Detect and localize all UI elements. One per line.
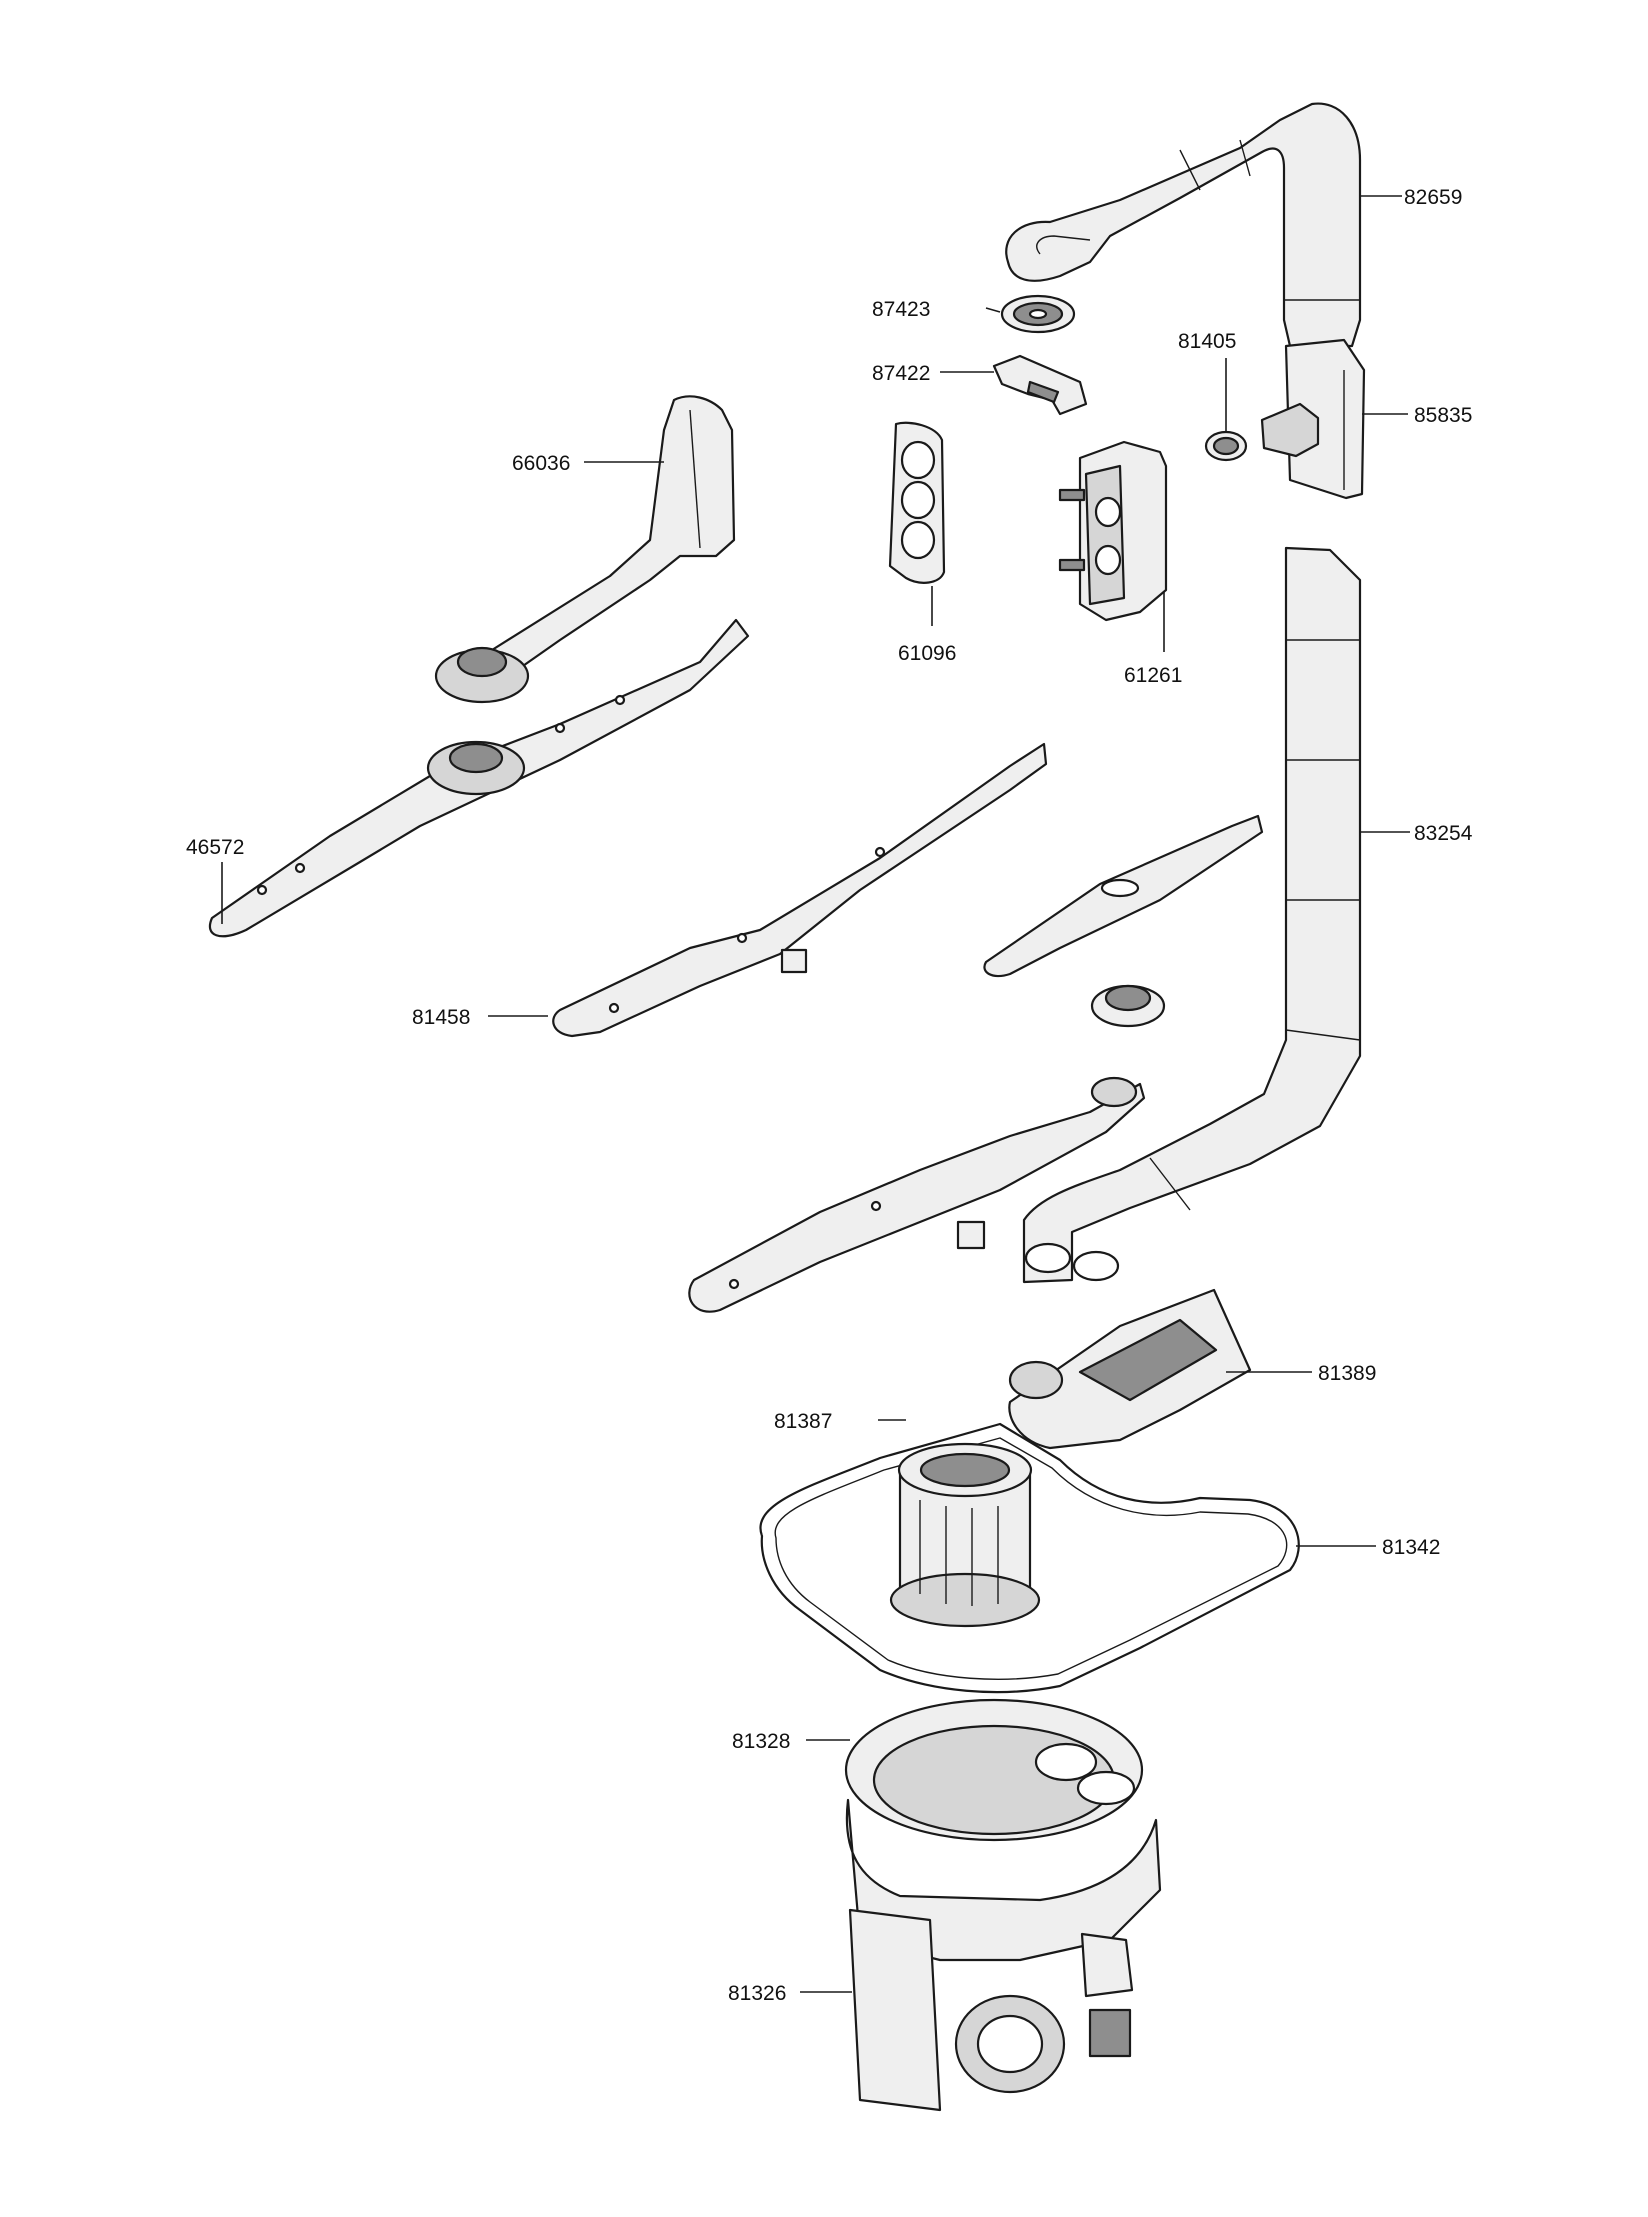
part-46572-upper-spray-arm[interactable] (208, 618, 750, 938)
callout-82659: 82659 (1404, 186, 1462, 209)
callout-81405: 81405 (1178, 330, 1236, 353)
callout-labels: 82659 87423 87422 81405 85835 66036 6109… (186, 186, 1473, 2005)
callout-81389: 81389 (1318, 1362, 1376, 1385)
part-83254-main-tube[interactable] (1022, 546, 1362, 1284)
part-side-spray-arm[interactable] (983, 814, 1264, 978)
part-87422-bracket[interactable] (992, 354, 1088, 416)
callout-81342: 81342 (1382, 1536, 1440, 1559)
callout-81458: 81458 (412, 1006, 470, 1029)
part-61261-housing[interactable] (1058, 440, 1168, 622)
callout-87423: 87423 (872, 298, 930, 321)
part-81458-middle-spray-arm[interactable] (552, 742, 1048, 1038)
callout-61261: 61261 (1124, 664, 1182, 687)
callout-83254: 83254 (1414, 822, 1473, 845)
part-lower-spray-arm[interactable] (688, 1076, 1146, 1313)
part-87423-fan-wheel[interactable] (1000, 294, 1076, 334)
part-81389-fine-filter[interactable] (1008, 1288, 1252, 1450)
callout-66036: 66036 (512, 452, 570, 475)
leader-lines (221, 195, 1410, 1993)
part-81326-pump-housing[interactable] (845, 1798, 1162, 2112)
callout-46572: 46572 (186, 836, 244, 859)
part-81342-seal[interactable] (759, 1422, 1300, 1694)
callout-81328: 81328 (732, 1730, 790, 1753)
callout-61096: 61096 (898, 642, 956, 665)
part-85835-connector[interactable] (1260, 338, 1366, 500)
callout-81387: 81387 (774, 1410, 832, 1433)
part-82659-upper-tube[interactable] (1005, 102, 1362, 348)
callout-85835: 85835 (1414, 404, 1472, 427)
part-61096-gasket-frame[interactable] (888, 421, 946, 584)
part-81405-plug[interactable] (1204, 430, 1248, 462)
part-81328-sump-ring[interactable] (844, 1698, 1144, 1842)
callout-87422: 87422 (872, 362, 930, 385)
part-hub-nut[interactable] (1090, 984, 1166, 1028)
part-81387-microfilter[interactable] (889, 1442, 1041, 1628)
callout-81326: 81326 (728, 1982, 786, 2005)
part-66036-feed-arm[interactable] (434, 395, 736, 704)
